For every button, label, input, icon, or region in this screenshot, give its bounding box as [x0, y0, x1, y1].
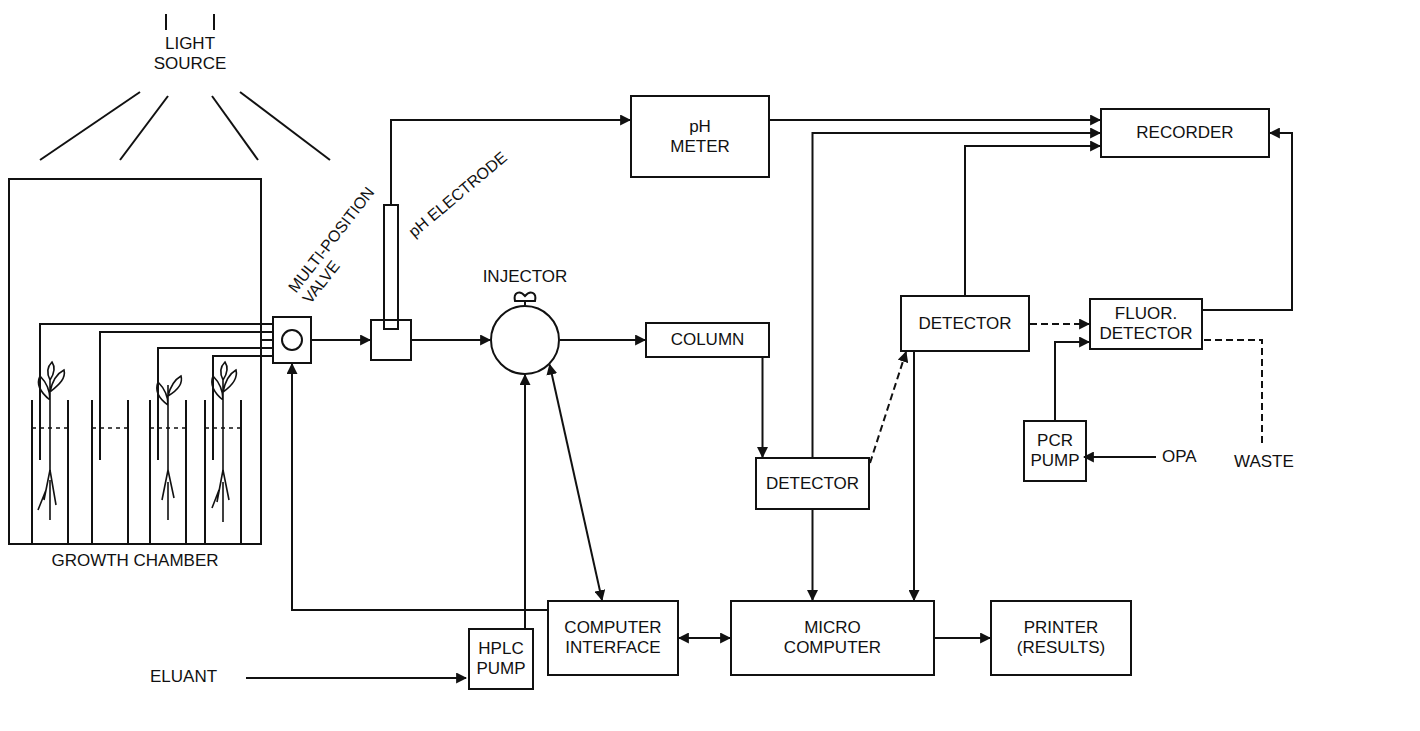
connector-arrow: [913, 352, 915, 600]
connector-arrow: [560, 339, 645, 341]
ph-meter-box: pH METER: [630, 95, 770, 178]
node-label: COMPUTER INTERFACE: [554, 618, 672, 657]
eluant-arrow: [246, 677, 466, 679]
computer-interface-box: COMPUTER INTERFACE: [547, 600, 679, 676]
connector-arrow: [812, 510, 814, 600]
electrode-rod: [384, 205, 398, 329]
valve-rotor: [274, 318, 310, 362]
printer-box: PRINTER (RESULTS): [990, 600, 1132, 676]
node-label: GROWTH CHAMBER: [51, 551, 218, 571]
node-label: COLUMN: [671, 330, 745, 350]
hplc-pump-box: HPLC PUMP: [468, 628, 534, 690]
connector-arrow: [813, 133, 1101, 457]
connector-arrow: [679, 637, 730, 639]
sample-lines: [40, 324, 272, 460]
fluor-detector-box: FLUOR. DETECTOR: [1089, 298, 1203, 350]
node-label: RECORDER: [1136, 123, 1233, 143]
eluant-label: ELUANT: [150, 667, 217, 687]
node-label: pH ELECTRODE: [405, 148, 511, 241]
light-source-label: LIGHT SOURCE: [145, 34, 235, 73]
recorder-box: RECORDER: [1100, 108, 1270, 158]
waste-line: [1204, 340, 1262, 446]
node-label: PCR PUMP: [1030, 431, 1080, 470]
connector-arrow: [524, 375, 526, 628]
multi-position-valve: MULTI-POSITION VALVE: [272, 316, 312, 364]
node-label: INJECTOR: [483, 267, 568, 287]
connector-arrow: [1055, 342, 1089, 420]
connector-arrow: [935, 637, 990, 639]
ph-electrode-cell: pH ELECTRODE: [370, 319, 412, 361]
detector-box: DETECTOR: [755, 457, 870, 510]
connector-arrow: [1203, 133, 1292, 310]
column-box: COLUMN: [645, 322, 770, 358]
seedlings: [38, 362, 236, 522]
opa-arrow: [1084, 456, 1156, 458]
test-tubes: [32, 400, 241, 545]
micro-computer-box: MICRO COMPUTER: [730, 600, 935, 676]
node-label: pH METER: [660, 117, 740, 156]
waste-label: WASTE: [1234, 452, 1294, 472]
connector-arrow: [262, 339, 272, 341]
connector-arrow: [292, 364, 547, 610]
connector-arrow: [391, 120, 630, 319]
connector-arrow: [870, 352, 906, 463]
node-label: HPLC PUMP: [475, 639, 527, 678]
connector-arrow: [550, 365, 602, 600]
injector-handle: [515, 293, 536, 305]
connector-arrow: [412, 339, 490, 341]
connector-arrow: [762, 358, 764, 457]
connector-arrow: [770, 119, 1100, 121]
node-label: DETECTOR: [918, 314, 1011, 334]
light-rays: [40, 14, 330, 160]
node-label: FLUOR. DETECTOR: [1096, 304, 1196, 343]
pcr-pump-box: PCR PUMP: [1023, 420, 1087, 482]
detector-box: DETECTOR: [900, 295, 1030, 352]
node-label: PRINTER (RESULTS): [999, 618, 1124, 657]
node-label: MICRO COMPUTER: [778, 618, 888, 657]
valve-rotor-circle: [282, 330, 302, 350]
injector-valve: INJECTOR: [490, 305, 560, 375]
connector-arrow: [965, 146, 1100, 295]
connector-arrow: [312, 339, 370, 341]
node-label: DETECTOR: [766, 474, 859, 494]
growth-chamber: GROWTH CHAMBER: [8, 178, 262, 545]
opa-label: OPA: [1162, 447, 1197, 467]
connector-arrow: [1030, 323, 1089, 325]
